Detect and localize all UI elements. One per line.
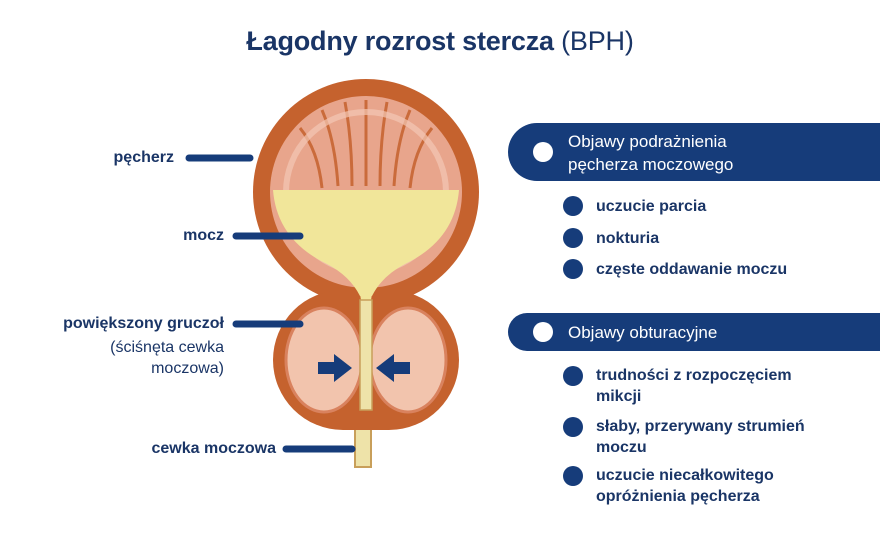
bullet-icon bbox=[563, 366, 583, 386]
title-main: Łagodny rozrost stercza bbox=[246, 26, 554, 56]
label-urethra: cewka moczowa bbox=[151, 440, 277, 457]
section-irritation-header: Objawy podrażnienia pęcherza moczowego bbox=[508, 123, 880, 181]
list-item: nokturia bbox=[563, 228, 863, 249]
label-gland-note-2: moczowa) bbox=[151, 360, 224, 377]
label-leaders bbox=[185, 154, 356, 453]
urine-fill bbox=[273, 190, 459, 296]
label-gland-note-1: (ściśnęta cewka bbox=[110, 339, 224, 356]
section-bullet-icon bbox=[533, 142, 553, 162]
gland-lobe-right bbox=[368, 306, 448, 414]
label-urine: mocz bbox=[183, 227, 224, 244]
bullet-icon bbox=[563, 228, 583, 248]
section-obstruction-header: Objawy obturacyjne bbox=[508, 313, 880, 351]
section-bullet-icon bbox=[533, 322, 553, 342]
bullet-icon bbox=[563, 466, 583, 486]
section-irritation-heading-1: Objawy podrażnienia bbox=[568, 132, 727, 151]
arrow-left-icon bbox=[376, 354, 410, 382]
title-sub: (BPH) bbox=[561, 26, 634, 56]
list-item: częste oddawanie moczu bbox=[563, 259, 863, 280]
bladder-mucosa-folds bbox=[298, 100, 434, 189]
bullet-icon bbox=[563, 196, 583, 216]
section-irritation-heading-2: pęcherza moczowego bbox=[568, 155, 734, 174]
section-obstruction-heading: Objawy obturacyjne bbox=[568, 323, 718, 342]
label-bladder: pęcherz bbox=[113, 149, 174, 166]
label-gland: powiększony gruczoł bbox=[63, 315, 224, 332]
list-item: uczucie parcia bbox=[563, 196, 863, 217]
compressed-urethra bbox=[359, 299, 373, 411]
bullet-icon bbox=[563, 259, 583, 279]
bullet-icon bbox=[563, 417, 583, 437]
arrow-right-icon bbox=[318, 354, 352, 382]
compression-arrows bbox=[318, 354, 410, 382]
page-title: Łagodny rozrost stercza (BPH) bbox=[0, 26, 880, 57]
